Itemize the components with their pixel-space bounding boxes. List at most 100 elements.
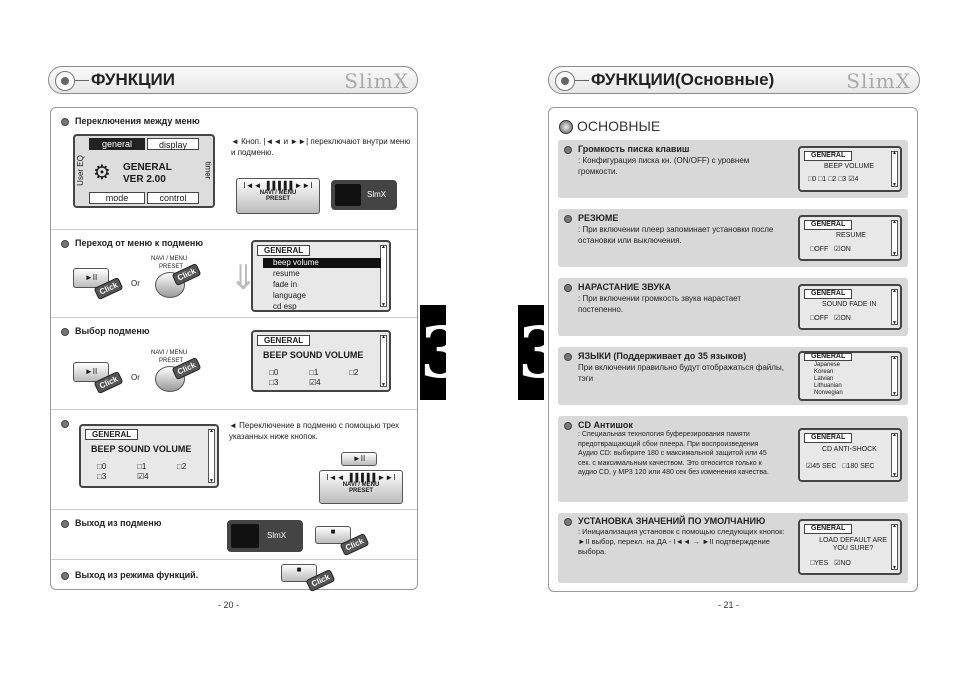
play-button[interactable]: ►II [341,452,377,466]
item-desc: При включении правильно будут отображать… [578,363,784,383]
right-header: ФУНКЦИИ(Основные) SlimX [548,66,920,94]
section-switch-menu: Переключения между меню general display … [51,108,417,230]
left-page-title: ФУНКЦИИ [91,70,175,89]
lcd-scrollbar [380,334,387,388]
left-content-panel: Переключения между меню general display … [50,107,418,593]
bullet-icon [564,214,572,223]
item-title: Громкость писка клавиш [578,144,690,154]
lcd-options: □YES ☑NO [810,560,851,567]
bullet-icon [564,517,572,526]
rewind-label: I◄◄ [243,181,262,190]
item-lcd: GENERAL BEEP VOLUME □0 □1 □2 □3 ☑4 [798,146,902,192]
brand-logo: SlimX [846,69,911,93]
section-title: Переключения между меню [75,116,200,126]
lcd-title: BEEP SOUND VOLUME [263,350,364,360]
bullet-icon [564,421,572,430]
lcd-scrollbar [891,219,898,257]
or-label: Or [131,279,140,288]
rewind-label: I◄◄ [326,473,345,482]
brand-logo: SlimX [344,69,409,93]
lcd-tab: GENERAL [804,151,853,161]
section-select-submenu: Выбор подменю ►II Click Or NAVI / MENU P… [51,318,417,410]
bullet-icon [564,145,572,154]
lcd-title: SOUND FADE IN [822,301,877,308]
page-number-right: - 21 - [718,600,740,610]
lcd-option: □1 [309,368,319,377]
lcd-title: CD ANTI-SHOCK [822,446,877,453]
item-desc: : Конфигурация писка кн. (ON/OFF) с уров… [578,156,750,176]
item-fade-in: НАРАСТАНИЕ ЗВУКА : При включении громкос… [558,278,908,336]
lcd-tab: GENERAL [804,353,853,361]
lcd-option: □1 [137,462,147,471]
right-page-title: ФУНКЦИИ(Основные) [591,70,775,89]
bullet-icon [61,117,69,126]
lcd-scrollbar [891,150,898,188]
left-header: ФУНКЦИИ SlimX [48,66,418,94]
tab-general: general [89,138,145,150]
item-lcd: GENERAL LOAD DEFAULT ARE YOU SURE? □YES … [798,519,902,575]
header-bullet-icon [55,71,75,91]
preset-label: PRESET [265,196,290,202]
item-cd-antishock: CD Антишок : Специальная технология буфе… [558,416,908,502]
general-label: GENERAL [123,162,172,173]
chapter-tab-left: 3 [420,305,469,400]
lcd-tab: GENERAL [804,289,853,299]
menu-item: cd esp [273,302,297,311]
section-title: Выход из режима функций. [75,570,199,580]
navi-menu-button[interactable]: I◄◄ ▐▐▐▐▐ ►►I NAVI / MENU PRESET [319,470,403,504]
lcd-options: Japanese Korean Latvian Lithuanian Norwe… [814,362,843,396]
lcd-scrollbar [891,355,898,397]
section-title: Выбор подменю [75,326,150,336]
forward-label: ►►I [294,181,313,190]
lcd-title: BEEP SOUND VOLUME [91,444,192,454]
chapter-tab-right: 3 [518,305,567,400]
item-lcd: GENERAL CD ANTI-SHOCK ☑45 SEC □180 SEC [798,428,902,482]
menu-item: resume [273,269,300,278]
preset-label: PRESET [159,264,184,270]
lcd-options: ☑45 SEC □180 SEC [806,463,875,470]
item-beep-volume: Громкость писка клавиш : Конфигурация пи… [558,140,908,198]
play-button[interactable]: ►II [73,268,109,288]
tab-display: display [147,138,199,150]
bullet-icon [61,327,69,336]
tab-control: control [147,192,199,204]
navi-menu-button[interactable]: I◄◄ ▐▐▐▐▐ ►►I NAVI / MENU PRESET [236,178,320,214]
item-title: CD Антишок [578,420,633,430]
header-bullet-icon [555,71,575,91]
bullet-icon [564,352,572,361]
item-lcd: GENERAL RESUME □OFF ☑ON [798,215,902,261]
menu-item: beep volume [263,258,381,268]
stop-button[interactable]: ■ [315,526,351,544]
navi-label: NAVI / MENU [151,256,188,262]
lcd-tab: GENERAL [257,335,311,346]
lcd-title: LOAD DEFAULT ARE YOU SURE? [819,537,887,552]
lcd-scrollbar [891,288,898,326]
lcd-options: □0 □1 □2 □3 ☑4 [808,176,859,183]
section-title: Переход от меню к подменю [75,238,204,248]
section-menu-to-submenu: Переход от меню к подменю ►II Click Or N… [51,230,417,318]
navi-label: NAVI / MENU [342,482,380,488]
lcd-option: ☑4 [309,378,321,387]
item-resume: РЕЗЮМЕ : При включении плеер запоминает … [558,209,908,267]
stop-button[interactable]: ■ [281,564,317,582]
lcd-title: RESUME [836,232,866,239]
section-submenu-switch: GENERAL BEEP SOUND VOLUME □0 □1 □2 □3 ☑4… [51,410,417,510]
item-load-default: УСТАНОВКА ЗНАЧЕНИЙ ПО УМОЛЧАНИЮ : Инициа… [558,513,908,583]
lcd-tab: GENERAL [257,245,311,256]
lcd-option: □2 [177,462,187,471]
player-image: SlmX [227,520,303,552]
item-title: УСТАНОВКА ЗНАЧЕНИЙ ПО УМОЛЧАНИЮ [578,516,766,526]
item-title: ЯЗЫКИ (Поддерживает до 35 языков) [578,351,747,361]
lcd-options: □OFF ☑ON [810,315,851,322]
bullet-icon [61,519,69,528]
menu-item: language [273,291,306,300]
lcd-tab: GENERAL [804,433,853,443]
play-button[interactable]: ►II [73,362,109,382]
preset-label: PRESET [159,358,184,364]
lcd-option: □3 [97,472,107,481]
lcd-option: □0 [97,462,107,471]
section-exit-submenu: Выход из подменю SlmX ■ Click [51,510,417,560]
tab-mode: mode [89,192,145,204]
lcd-option: □3 [269,378,279,387]
lcd-tab: GENERAL [85,429,139,440]
